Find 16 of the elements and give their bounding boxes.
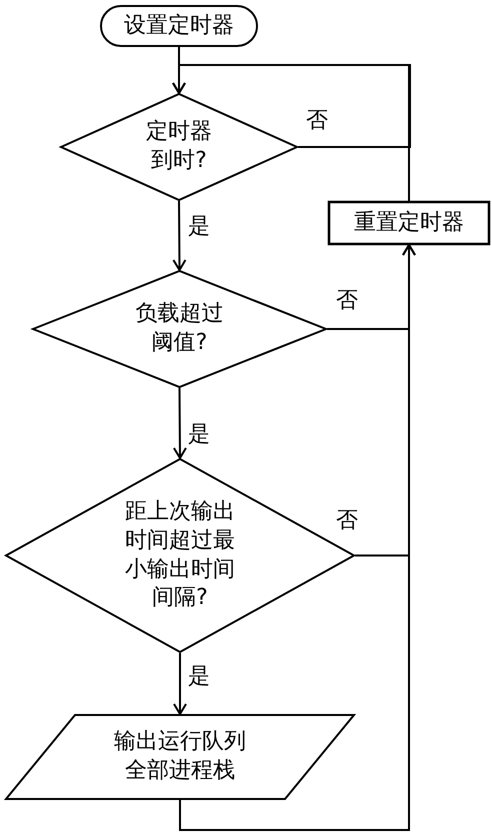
decision-diamond: [32, 270, 327, 388]
io-parallelogram: [5, 714, 355, 800]
node-text: 定时器到时?: [144, 118, 213, 175]
node-text: 重置定时器: [353, 208, 465, 237]
node-text: 输出运行队列全部进程栈: [112, 728, 247, 785]
arrow: [172, 201, 186, 271]
node-text: 距上次输出时间超过最小输出时间间隔?: [124, 498, 236, 612]
node-text: 负载超过阈值?: [134, 300, 224, 357]
arrow: [172, 64, 410, 201]
arrow: [173, 653, 187, 715]
decision-diamond: [60, 93, 298, 201]
node-text: 设置定时器: [123, 12, 235, 40]
start-terminal: [100, 5, 258, 47]
arrow: [179, 244, 416, 831]
arrow: [172, 388, 187, 459]
process-box: [328, 201, 490, 245]
